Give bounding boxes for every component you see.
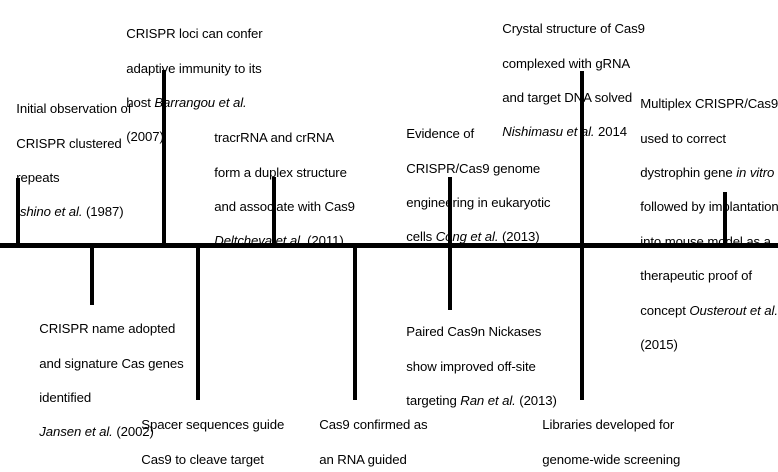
tick-cong-2013 <box>448 177 452 245</box>
event-line: identified <box>39 390 92 406</box>
timeline-axis <box>0 243 778 248</box>
event-line: CRISPR clustered <box>16 135 122 151</box>
event-label-barrangou-2007: CRISPR loci can confer adaptive immunity… <box>112 8 287 163</box>
event-year: (1987) <box>82 204 124 220</box>
event-citation: Jansen et al. <box>39 424 113 440</box>
event-year: (2015) <box>640 337 678 353</box>
event-line: Libraries developed for <box>542 417 675 433</box>
tick-ousterout-2015 <box>723 192 727 245</box>
tick-barrangou-2007 <box>162 70 166 245</box>
event-line: form a duplex structure <box>214 164 347 180</box>
event-year: (2007) <box>126 129 164 145</box>
tick-deltcheva-2011 <box>272 177 276 245</box>
event-line: Evidence of <box>406 126 475 142</box>
event-line: cells <box>406 229 436 245</box>
event-line: Spacer sequences guide <box>141 417 285 433</box>
event-line: therapeutic proof of <box>640 268 752 284</box>
event-line: into mouse model as a <box>640 233 771 249</box>
event-line: host <box>126 95 155 111</box>
event-citation: Cong et al. <box>435 229 499 245</box>
event-citation: Deltcheva et al. <box>214 233 304 249</box>
event-label-ran-2013: Paired Cas9n Nickases show improved off-… <box>392 306 582 426</box>
event-label-ishino-1987: Initial observation of CRISPR clustered … <box>2 83 167 238</box>
event-line: Crystal structure of Cas9 <box>502 21 645 37</box>
tick-nishimasu-2014 <box>580 71 584 245</box>
event-line: repeats <box>16 170 60 186</box>
event-line: CRISPR loci can confer <box>126 26 263 42</box>
event-line: engineering in eukaryotic <box>406 195 551 211</box>
event-line: Initial observation of <box>16 101 132 117</box>
event-line: and target DNA solved <box>502 90 633 106</box>
event-label-garneau-2010: Spacer sequences guide Cas9 to cleave ta… <box>127 399 307 472</box>
event-label-wang-shalem-2014: Libraries developed for genome-wide scre… <box>528 399 723 472</box>
event-year: (2011) <box>303 233 344 249</box>
event-line: an RNA guided <box>319 451 407 467</box>
event-line: Multiplex CRISPR/Cas9 <box>640 96 778 112</box>
event-line: Cas9 confirmed as <box>319 417 428 433</box>
event-label-deltcheva-2011: tracrRNA and crRNA form a duplex structu… <box>200 112 380 267</box>
event-label-jansen-2002: CRISPR name adopted and signature Cas ge… <box>25 303 210 458</box>
event-citation: Ran et al. <box>460 393 516 409</box>
tick-ran-2013 <box>448 246 452 310</box>
event-line: dystrophin gene <box>640 165 737 181</box>
event-emphasis: in vitro <box>736 165 775 181</box>
tick-jansen-2002 <box>90 246 94 305</box>
event-line: used to correct <box>640 130 726 146</box>
event-line: CRISPR/Cas9 genome <box>406 160 541 176</box>
event-line: adaptive immunity to its <box>126 60 262 76</box>
tick-ishino-1987 <box>16 178 20 245</box>
event-line: Paired Cas9n Nickases <box>406 324 542 340</box>
event-citation: Ousterout et al. <box>689 302 778 318</box>
event-year: (2002) <box>112 424 154 440</box>
event-label-ousterout-2015: Multiplex CRISPR/Cas9 used to correct dy… <box>626 78 778 370</box>
event-line: concept <box>640 302 690 318</box>
event-line: targeting <box>406 393 461 409</box>
event-line: and associate with Cas9 <box>214 199 355 215</box>
tick-jinek-2012 <box>353 246 357 400</box>
event-label-nishimasu-2014: Crystal structure of Cas9 complexed with… <box>488 3 673 158</box>
event-year: (2013) <box>498 229 540 245</box>
event-line: genome-wide screening <box>542 451 681 467</box>
event-line: tracrRNA and crRNA <box>214 130 335 146</box>
event-citation: Barrangou et al. <box>154 95 247 111</box>
event-year: 2014 <box>594 124 627 140</box>
event-line: show improved off-site <box>406 358 536 374</box>
tick-wang-shalem-2014 <box>580 246 584 400</box>
event-citation: Ishino et al. <box>16 204 83 220</box>
event-label-cong-2013: Evidence of CRISPR/Cas9 genome engineeri… <box>392 108 572 263</box>
event-line: and signature Cas genes <box>39 355 184 371</box>
tick-garneau-2010 <box>196 246 200 400</box>
event-line: followed by implantation <box>640 199 778 215</box>
event-line: complexed with gRNA <box>502 55 631 71</box>
event-line: Cas9 to cleave target <box>141 451 264 467</box>
event-citation: Nishimasu et al. <box>502 124 595 140</box>
event-label-jinek-2012: Cas9 confirmed as an RNA guided endonucl… <box>305 399 465 472</box>
event-line: CRISPR name adopted <box>39 321 176 337</box>
event-year: (2013) <box>515 393 557 409</box>
